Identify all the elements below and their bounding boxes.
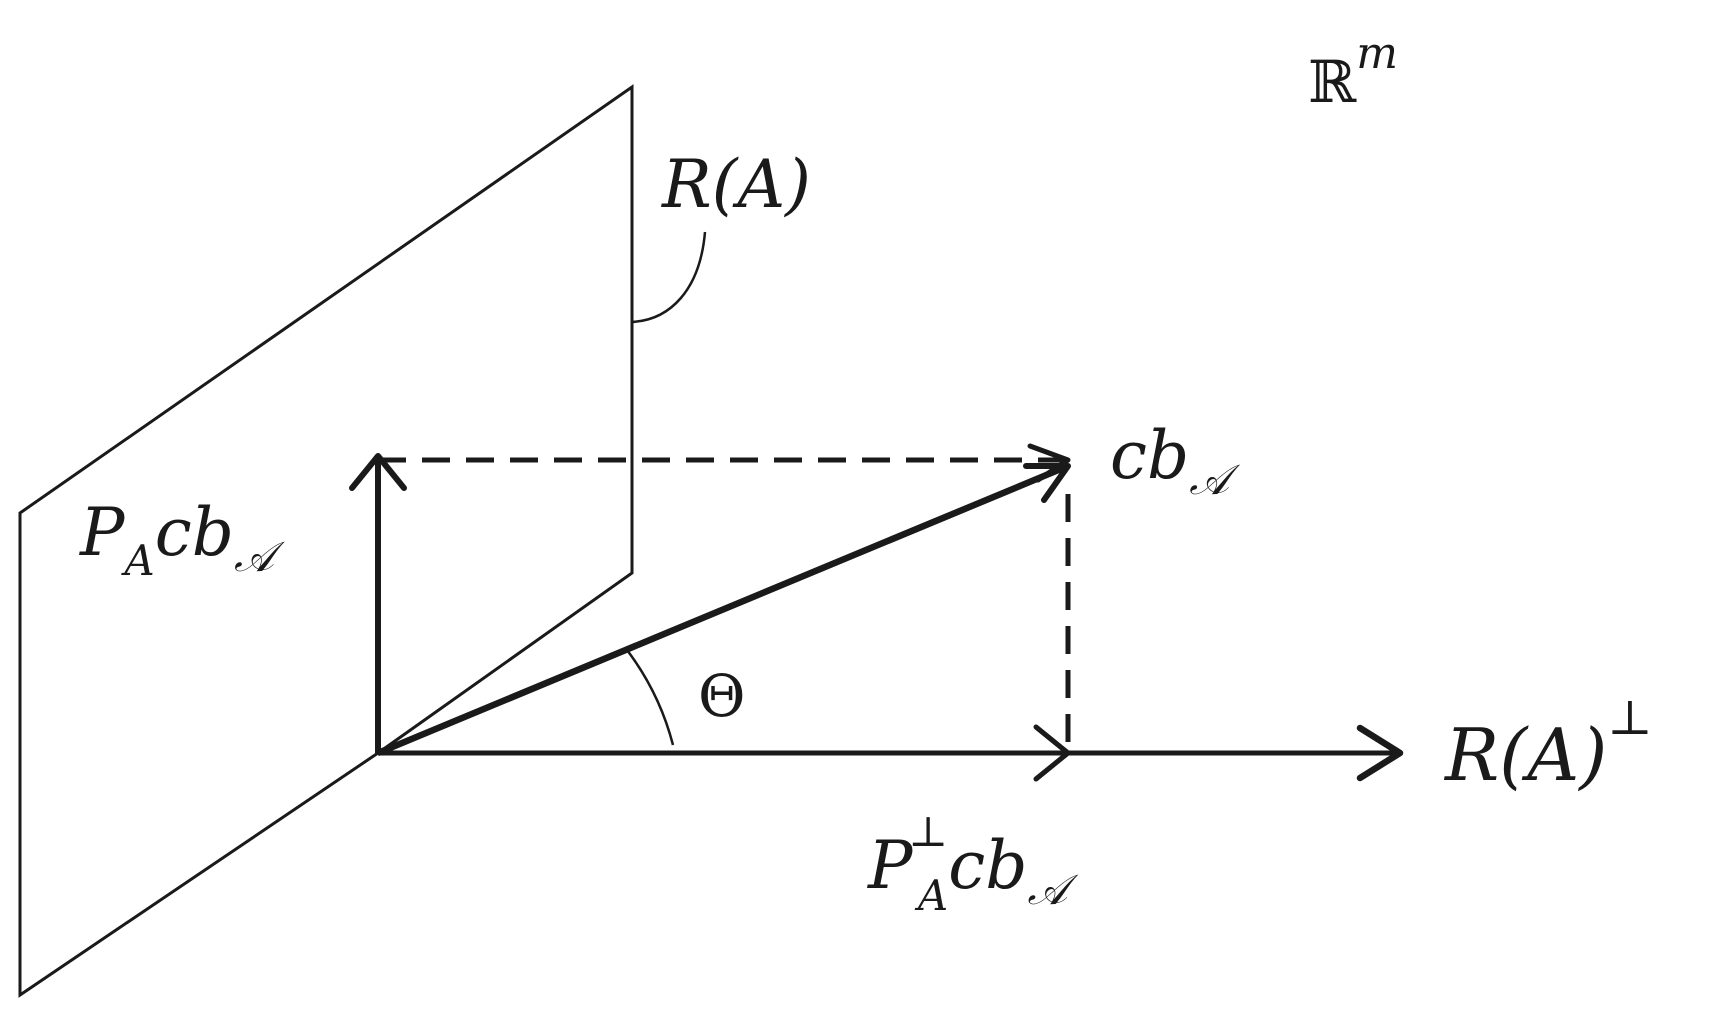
main-vector-arrowhead: [1023, 463, 1071, 503]
orth-projection-arrowhead: [1033, 724, 1071, 782]
space-label: ℝm: [1308, 28, 1398, 116]
vector-label: cb𝒜: [1110, 417, 1240, 504]
angle-arc: [626, 649, 675, 746]
orth-projection-label: P⊥Acb𝒜: [867, 807, 1078, 920]
main-vector: [376, 462, 1070, 757]
projection-label: PAcb𝒜: [79, 494, 285, 585]
subspace-label: R(A): [661, 146, 811, 223]
projection-arrowhead: [349, 453, 407, 491]
angle-label: Θ: [698, 662, 746, 730]
subspace-plane: [18, 84, 634, 998]
complement-label: R(A)⊥: [1443, 690, 1653, 797]
subspace-label-leader: [631, 231, 707, 324]
